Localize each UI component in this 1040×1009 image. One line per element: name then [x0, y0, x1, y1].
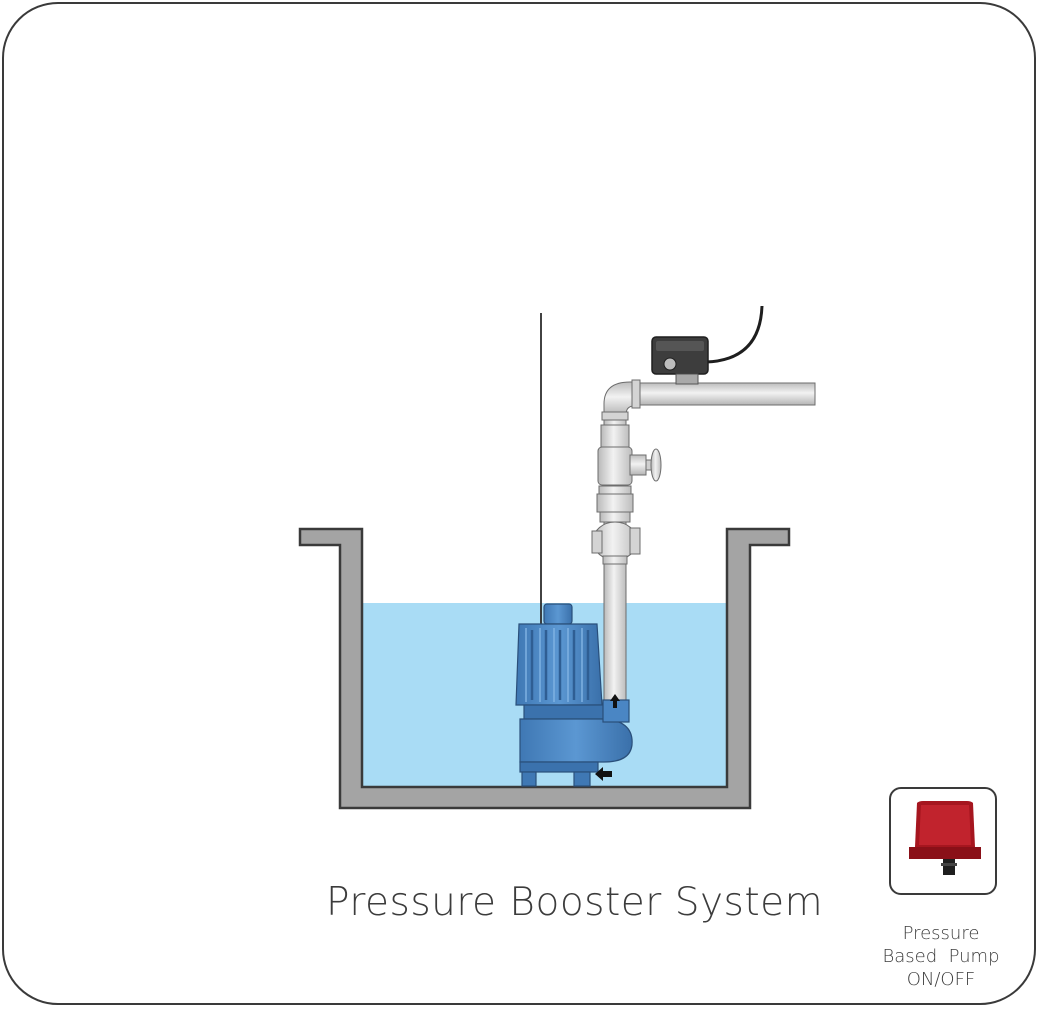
flow-arrow-up-icon	[610, 694, 620, 708]
pressure-switch-legend-icon	[909, 801, 981, 875]
diagram-title: Pressure Booster System	[326, 880, 824, 925]
legend-label: Pressure Based Pump ON/OFF	[862, 922, 1020, 991]
flow-arrow-left-icon	[595, 767, 612, 781]
submersible-pump-icon	[515, 603, 633, 787]
gate-valve-icon	[629, 448, 662, 482]
legend-label-line-1: Pressure	[902, 923, 980, 944]
pipe-fittings	[591, 424, 641, 565]
legend-pressure-switch	[889, 787, 997, 895]
pressure-switch-icon	[651, 305, 764, 385]
water-tank	[298, 527, 791, 810]
legend-label-line-3: ON/OFF	[906, 969, 976, 990]
legend-label-line-2: Based Pump	[882, 946, 1000, 967]
